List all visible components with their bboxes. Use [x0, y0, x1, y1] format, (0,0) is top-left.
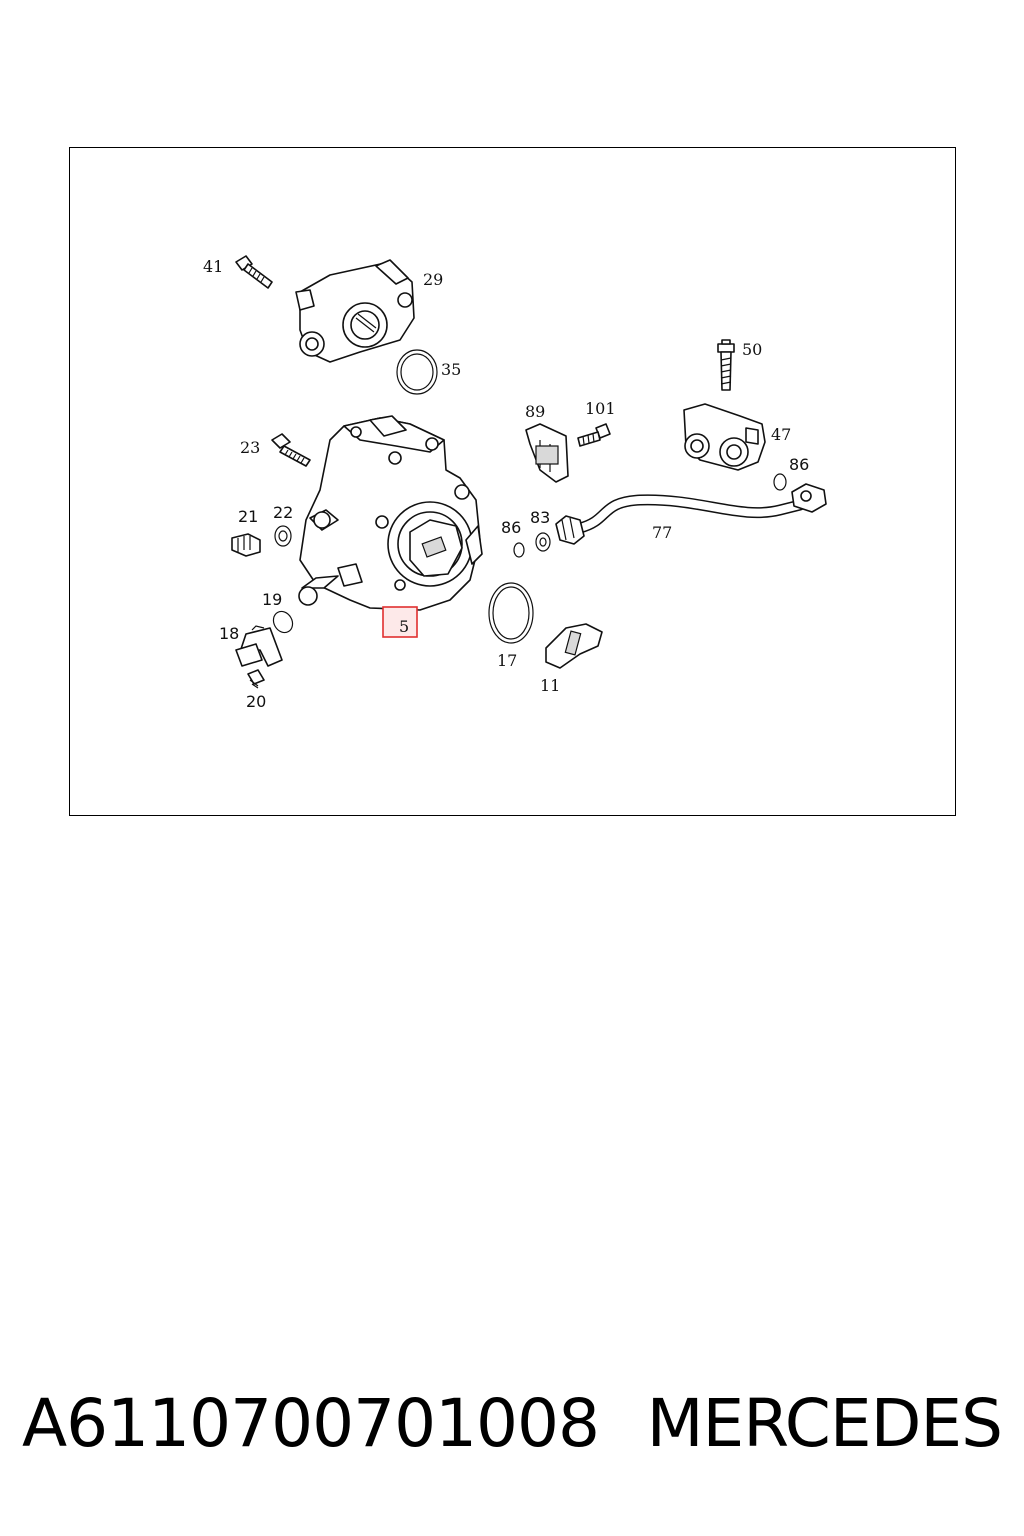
callout-11: 11: [540, 676, 560, 695]
part-23-bolt: [271, 433, 311, 467]
callout-20: 20: [246, 692, 266, 711]
diagram-frame: [69, 147, 956, 816]
part-20-screw: [247, 669, 265, 689]
part-5-highlight-box[interactable]: [382, 606, 418, 638]
part-86-ring-lower: [513, 542, 525, 558]
callout-86-upper: 86: [789, 455, 809, 474]
callout-5[interactable]: 5: [399, 617, 409, 636]
part-101-bolt: [577, 423, 611, 447]
callout-41: 41: [203, 257, 223, 276]
part-47-block: [683, 403, 766, 471]
part-89-bracket: [525, 423, 569, 483]
part-35-oring: [396, 349, 438, 395]
callout-35: 35: [441, 360, 461, 379]
part-86-ring-upper: [773, 473, 787, 491]
part-number: A6110700701008: [22, 1384, 600, 1462]
callout-101: 101: [585, 399, 616, 418]
part-50-bolt: [717, 339, 735, 391]
part-77-fuel-line: [555, 483, 827, 545]
callout-22: 22: [273, 503, 293, 522]
part-18-valve: [235, 625, 283, 667]
callout-21: 21: [238, 507, 258, 526]
callout-89: 89: [525, 402, 545, 421]
callout-19: 19: [262, 590, 282, 609]
part-83-washer: [535, 532, 551, 552]
part-5-pump: [298, 415, 483, 611]
part-21-sensor: [231, 533, 261, 557]
part-29-housing: [295, 259, 415, 363]
part-41-bolt: [235, 255, 273, 289]
callout-86-lower: 86: [501, 518, 521, 537]
part-22-washer: [274, 525, 292, 547]
callout-29: 29: [423, 270, 443, 289]
callout-83: 83: [530, 508, 550, 527]
callout-23: 23: [240, 438, 260, 457]
part-17-oring: [488, 582, 534, 644]
callout-17: 17: [497, 651, 517, 670]
callout-77: 77: [652, 523, 672, 542]
caption-bar: A6110700701008 MERCEDES: [0, 1378, 1024, 1468]
part-19-oring: [272, 610, 294, 634]
callout-18: 18: [219, 624, 239, 643]
callout-47: 47: [771, 425, 791, 444]
callout-50: 50: [742, 340, 762, 359]
brand-name: MERCEDES: [646, 1384, 1003, 1462]
part-11-coupling: [545, 623, 603, 669]
